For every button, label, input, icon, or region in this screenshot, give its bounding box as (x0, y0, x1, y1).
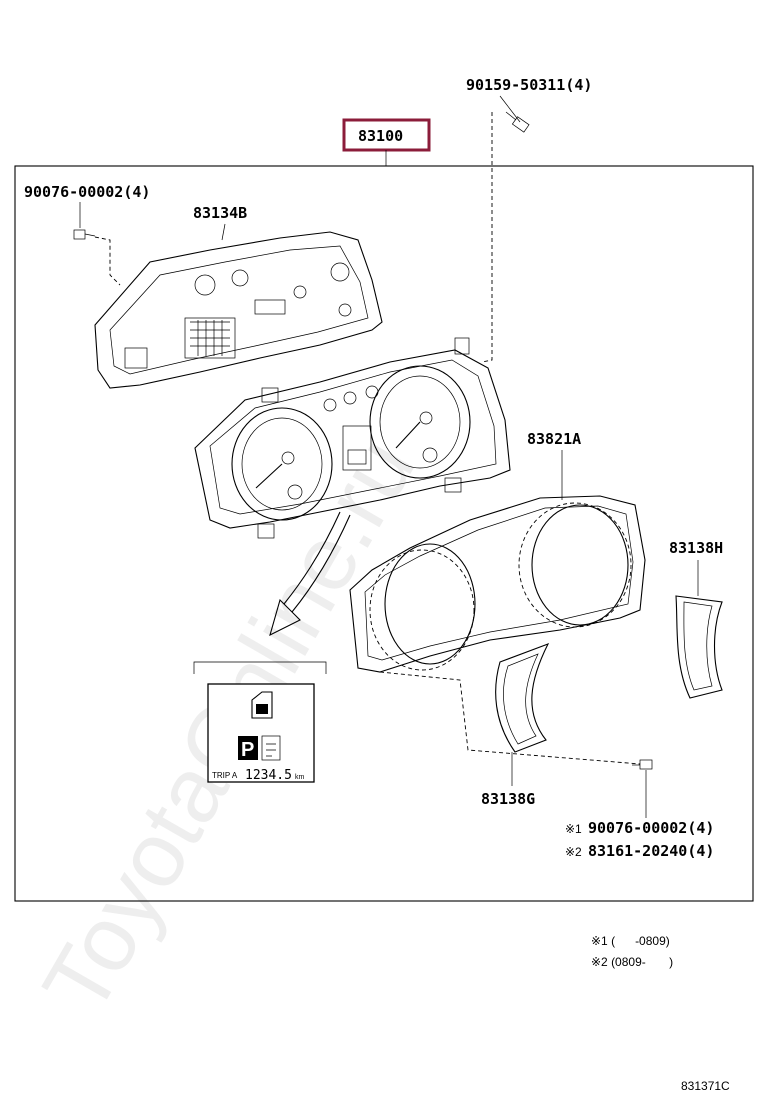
view-arrow (269, 511, 351, 637)
callout-screw-left[interactable]: 90076-00002(4) (24, 183, 150, 201)
callout-trim-right[interactable]: 83138H (669, 539, 723, 557)
display-inset: P TRIP A 1234.5 km (207, 683, 315, 783)
callout-back-cover[interactable]: 83134B (193, 204, 247, 222)
callout-screw-note2[interactable]: 83161-20240(4) (588, 842, 714, 860)
lens-part (349, 495, 646, 673)
park-indicator: P (241, 739, 254, 761)
assembly-frame (14, 165, 754, 902)
trim-right-part (675, 595, 723, 699)
callout-screw-note1[interactable]: 90076-00002(4) (588, 819, 714, 837)
screw-left-icon (73, 229, 96, 240)
callout-lens[interactable]: 83821A (527, 430, 581, 448)
speedometer-gauge (369, 365, 471, 479)
door-icon (251, 691, 273, 719)
back-cover-part (94, 231, 383, 389)
parking-assist-icon (261, 735, 281, 761)
callout-trim-bottom[interactable]: 83138G (481, 790, 535, 808)
trip-label: TRIP A (212, 771, 238, 780)
callout-screw-top[interactable]: 90159-50311(4) (466, 76, 592, 94)
screw-note2-mark: ※2 (565, 845, 582, 859)
meter-housing-part (194, 337, 511, 539)
tachometer-gauge (231, 407, 333, 521)
odometer-value: 1234.5 (245, 768, 292, 783)
screw-top-icon (505, 111, 530, 133)
main-part-highlight (342, 118, 431, 152)
screw-note1-mark: ※1 (565, 822, 582, 836)
legend-note2: ※2 (0809- ) (591, 955, 673, 969)
diagram-code: 831371C (681, 1079, 730, 1093)
legend-note1: ※1 ( -0809) (591, 934, 670, 948)
trim-bottom-part (495, 642, 550, 753)
odometer-unit: km (295, 774, 305, 781)
screw-bottom-icon (632, 759, 653, 770)
main-part-number[interactable]: 83100 (358, 127, 403, 145)
